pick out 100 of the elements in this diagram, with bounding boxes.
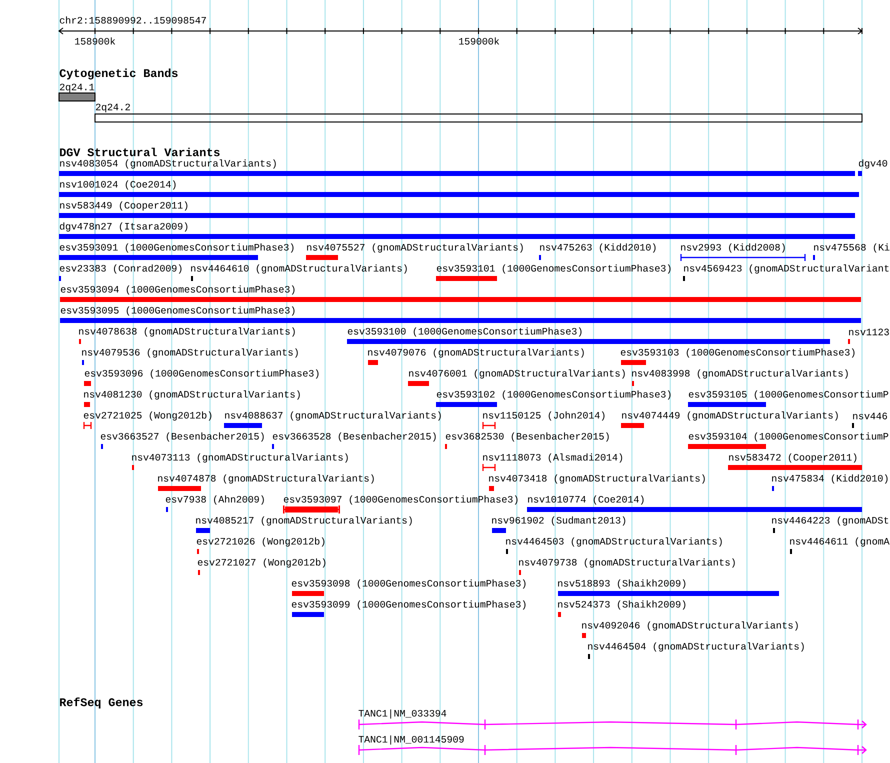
gene-model: TANC1|NM_033394 (358, 709, 867, 730)
node-label: esv3593099 (1000GenomesConsortiumPhase3) (292, 600, 526, 610)
node-label: esv2721027 (Wong2012b) (198, 558, 326, 568)
variant-feature: nsv1118073 (Alsmadi2014) (482, 453, 622, 472)
node-label: esv3593102 (1000GenomesConsortiumPhase3) (436, 390, 670, 400)
node-label: nsv4073113 (gnomADStructuralVariants) (132, 453, 348, 463)
node-label: nsv4079536 (gnomADStructuralVariants) (82, 348, 298, 358)
variant-feature: nsv4464611 (gnomA (790, 537, 890, 554)
variant-feature: nsv4464610 (gnomADStructuralVariants) (191, 264, 407, 281)
cytoband: 2q24.1 (58, 84, 96, 102)
node-label: esv3593104 (1000GenomesConsortiumP (688, 432, 888, 442)
node-label: esv3593098 (1000GenomesConsortiumPhase3) (292, 579, 526, 589)
variant-feature: esv7938 (Ahn2009) (166, 495, 264, 512)
variant-feature: esv2721026 (Wong2012b) (196, 537, 324, 554)
node-label: 2q24.2 (96, 104, 130, 112)
node-label: nsv1001024 (Coe2014) (60, 180, 176, 190)
node-label: nsv583449 (Cooper2011) (60, 201, 188, 211)
node-label: dgv478n27 (Itsara2009) (60, 222, 188, 232)
track-heading: RefSeq Genes (60, 697, 143, 709)
node-label: esv23383 (Conrad2009) (60, 264, 182, 274)
variant-feature: esv3593095 (1000GenomesConsortiumPhase3) (60, 306, 861, 323)
node-label: nsv4083054 (gnomADStructuralVariants) (60, 159, 276, 169)
node-label: esv3593101 (1000GenomesConsortiumPhase3) (436, 264, 670, 274)
node-label: nsv4088637 (gnomADStructuralVariants) (225, 411, 441, 421)
track-heading: DGV Structural Variants (60, 148, 220, 156)
tick-label: 158900k (75, 37, 116, 45)
node-label: nsv4085217 (gnomADStructuralVariants) (196, 516, 412, 526)
cytoband: 2q24.2 (94, 104, 862, 122)
variant-feature: esv3593100 (1000GenomesConsortiumPhase3) (347, 327, 830, 344)
variant-feature: nsv583472 (Cooper2011) (728, 453, 862, 470)
node-label: nsv583472 (Cooper2011) (729, 453, 856, 463)
node-label: nsv4569423 (gnomADStructuralVariant (684, 264, 889, 274)
node-label: nsv475834 (Kidd2010) (772, 474, 888, 484)
variant-feature: dgv40 (858, 159, 888, 176)
variant-feature: esv3593104 (1000GenomesConsortiumP (688, 432, 888, 449)
node-label: 2q24.1 (60, 84, 94, 92)
node-label: nsv4464611 (gnomA (790, 537, 890, 547)
variant-feature: esv23383 (Conrad2009) (59, 264, 182, 281)
variant-feature: nsv475834 (Kidd2010) (772, 474, 888, 491)
node-label: nsv4073418 (gnomADStructuralVariants) (489, 474, 705, 484)
node-label: nsv4083998 (gnomADStructuralVariants) (632, 369, 848, 379)
variant-feature: nsv4079536 (gnomADStructuralVariants) (82, 348, 298, 365)
variant-feature: nsv4079076 (gnomADStructuralVariants) (368, 348, 584, 365)
variant-feature: nsv4074878 (gnomADStructuralVariants) (158, 474, 374, 491)
node-label: esv3663527 (Besenbacher2015) (100, 432, 264, 442)
variant-feature: esv3682530 (Besenbacher2015) (445, 432, 609, 449)
variant-feature: nsv4083054 (gnomADStructuralVariants) (59, 159, 856, 176)
gene-model: TANC1|NM_001145909 (358, 735, 867, 756)
variant-feature: dgv478n27 (Itsara2009) (59, 222, 856, 239)
variant-feature: esv3663528 (Besenbacher2015) (272, 432, 436, 449)
tick-label: 159000k (459, 37, 500, 45)
variant-feature: nsv4083998 (gnomADStructuralVariants) (632, 369, 848, 386)
variant-feature: nsv4078638 (gnomADStructuralVariants) (79, 327, 295, 344)
node-label: nsv4081230 (gnomADStructuralVariants) (84, 390, 300, 400)
node-label: nsv524373 (Shaikh2009) (558, 600, 686, 610)
node-label: nsv446 (853, 412, 888, 420)
node-label: esv3682530 (Besenbacher2015) (446, 432, 609, 442)
variant-feature: esv2721027 (Wong2012b) (198, 558, 326, 575)
node-label: nsv4092046 (gnomADStructuralVariants) (582, 621, 798, 631)
variant-feature: nsv4081230 (gnomADStructuralVariants) (84, 390, 300, 407)
variant-feature: esv3593102 (1000GenomesConsortiumPhase3) (436, 390, 670, 407)
node-label: nsv4074449 (gnomADStructuralVariants) (622, 411, 838, 421)
node-label: esv3593103 (1000GenomesConsortiumPhase3) (620, 348, 854, 358)
variant-feature: nsv475568 (Ki (813, 243, 890, 260)
variant-feature: nsv1123 (848, 328, 889, 344)
variant-feature: nsv446 (852, 412, 888, 428)
variant-feature: nsv4464503 (gnomADStructuralVariants) (506, 537, 722, 554)
node-label: nsv518893 (Shaikh2009) (558, 579, 686, 589)
node-label: esv7938 (Ahn2009) (166, 495, 264, 505)
variant-feature: nsv475263 (Kidd2010) (539, 243, 656, 260)
node-label: nsv4074878 (gnomADStructuralVariants) (158, 474, 374, 484)
variant-feature: nsv4076001 (gnomADStructuralVariants) (408, 369, 625, 386)
variant-feature: nsv4075527 (gnomADStructuralVariants) (306, 243, 523, 260)
variant-feature: nsv1150125 (John2014) (482, 411, 604, 430)
variant-feature: nsv524373 (Shaikh2009) (558, 600, 686, 617)
node-label: esv3593096 (1000GenomesConsortiumPhase3) (84, 369, 318, 379)
node-label: dgv40 (858, 159, 888, 169)
node-label: nsv4464503 (gnomADStructuralVariants) (506, 537, 722, 547)
node-label: nsv961902 (Sudmant2013) (492, 516, 626, 526)
variant-feature: esv3593105 (1000GenomesConsortiumP (688, 390, 888, 407)
node-label: nsv4078638 (gnomADStructuralVariants) (79, 327, 295, 337)
variant-feature: nsv4073418 (gnomADStructuralVariants) (489, 474, 705, 491)
node-label: esv3593095 (1000GenomesConsortiumPhase3) (60, 306, 294, 316)
variant-feature: esv3663527 (Besenbacher2015) (100, 432, 264, 449)
node-label: nsv4464610 (gnomADStructuralVariants) (191, 264, 407, 274)
node-label: nsv4075527 (gnomADStructuralVariants) (307, 243, 523, 253)
node-label: nsv1010774 (Coe2014) (528, 495, 644, 505)
node-label: nsv4079076 (gnomADStructuralVariants) (368, 348, 584, 358)
node-label: esv2721026 (Wong2012b) (196, 537, 324, 547)
variant-feature: nsv4085217 (gnomADStructuralVariants) (196, 516, 412, 533)
node-label: nsv4079738 (gnomADStructuralVariants) (519, 558, 735, 568)
node-label: esv3593094 (1000GenomesConsortiumPhase3) (60, 285, 294, 295)
variant-feature: nsv961902 (Sudmant2013) (492, 516, 626, 533)
variant-feature: nsv4569423 (gnomADStructuralVariant (683, 264, 889, 281)
variant-feature: esv3593096 (1000GenomesConsortiumPhase3) (84, 369, 318, 386)
variant-feature: nsv4464504 (gnomADStructuralVariants) (588, 642, 804, 659)
variant-feature: nsv1001024 (Coe2014) (59, 180, 859, 197)
variant-feature: nsv518893 (Shaikh2009) (558, 579, 779, 596)
node-label: nsv4464223 (gnomADSt (772, 516, 888, 526)
node-label: esv3593091 (1000GenomesConsortiumPhase3) (60, 243, 294, 253)
